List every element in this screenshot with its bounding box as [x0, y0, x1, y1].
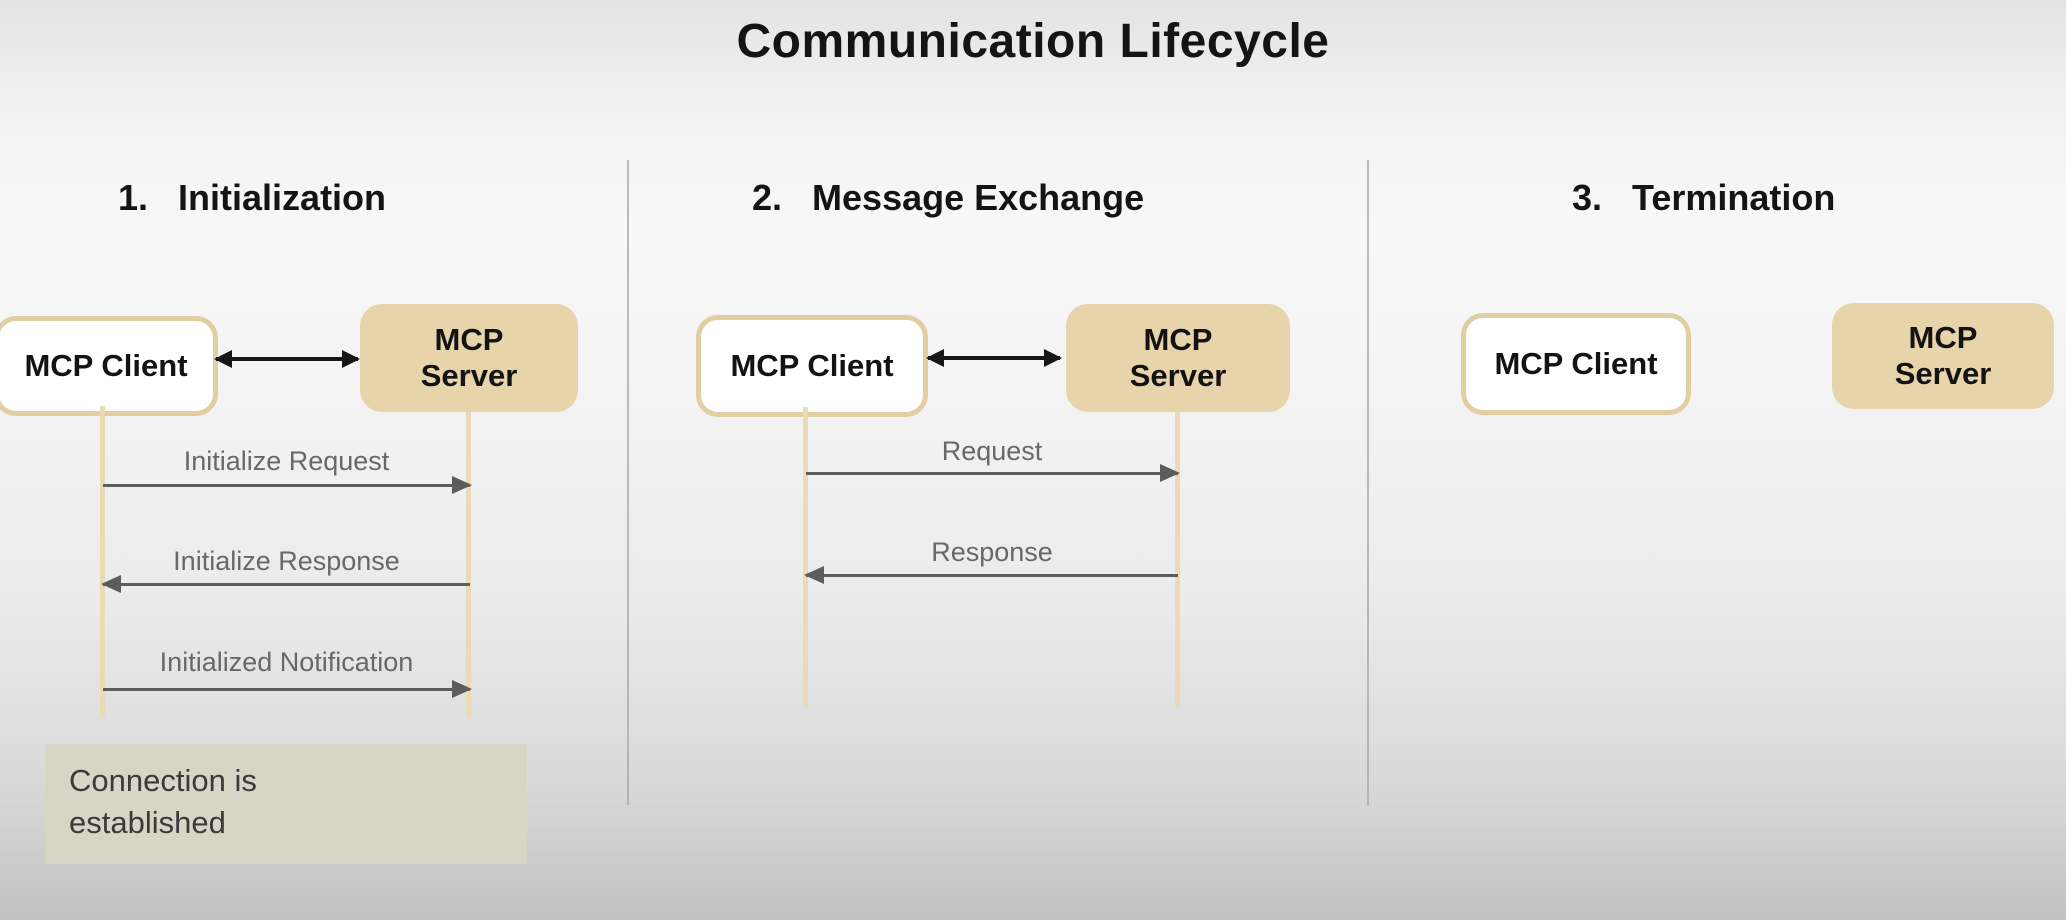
message-arrow-right-icon — [806, 464, 1180, 482]
mcp-server-label: MCP Server — [1894, 320, 1992, 391]
page-title: Communication Lifecycle — [736, 15, 1330, 68]
section-divider-2 — [1367, 160, 1369, 805]
mcp-client-box-initialization: MCP Client — [0, 316, 218, 416]
mcp-server-box-message-exchange: MCP Server — [1066, 304, 1290, 412]
server-lifeline — [466, 412, 471, 718]
section-heading-initialization: 1. Initialization — [118, 180, 386, 216]
client-lifeline — [803, 407, 808, 707]
connection-established-note: Connection is established — [45, 744, 527, 864]
mcp-client-box-termination: MCP Client — [1461, 313, 1691, 415]
section-divider-1 — [627, 160, 629, 805]
bidirectional-arrow-icon — [214, 350, 360, 368]
section-heading-label: Initialization — [178, 177, 387, 218]
section-heading-termination: 3. Termination — [1572, 180, 1835, 216]
section-heading-label: Termination — [1632, 177, 1836, 218]
section-heading-label: Message Exchange — [812, 177, 1145, 218]
message-arrow-right-icon — [103, 680, 472, 698]
message-label: Initialize Response — [173, 546, 400, 576]
client-lifeline — [100, 406, 105, 718]
section-number: 3. — [1572, 177, 1603, 218]
message-label: Response — [931, 537, 1053, 567]
bidirectional-arrow-icon — [926, 349, 1062, 367]
section-heading-message-exchange: 2. Message Exchange — [752, 180, 1144, 216]
mcp-server-box-termination: MCP Server — [1832, 303, 2054, 409]
message-label: Initialize Request — [183, 446, 390, 476]
mcp-client-label: MCP Client — [730, 348, 894, 384]
message-arrow-left-icon — [101, 575, 470, 593]
mcp-server-label: MCP Server — [420, 322, 518, 393]
message-label: Initialized Notification — [159, 647, 414, 677]
message-arrow-right-icon — [103, 476, 472, 494]
mcp-client-box-message-exchange: MCP Client — [696, 315, 928, 417]
note-text: Connection is established — [69, 763, 257, 840]
mcp-server-label: MCP Server — [1129, 322, 1227, 393]
server-lifeline — [1175, 412, 1180, 707]
message-label: Request — [941, 436, 1043, 466]
mcp-client-label: MCP Client — [24, 348, 188, 384]
mcp-client-label: MCP Client — [1494, 346, 1658, 382]
section-number: 1. — [118, 177, 149, 218]
section-number: 2. — [752, 177, 783, 218]
message-arrow-left-icon — [804, 566, 1178, 584]
mcp-server-box-initialization: MCP Server — [360, 304, 578, 412]
